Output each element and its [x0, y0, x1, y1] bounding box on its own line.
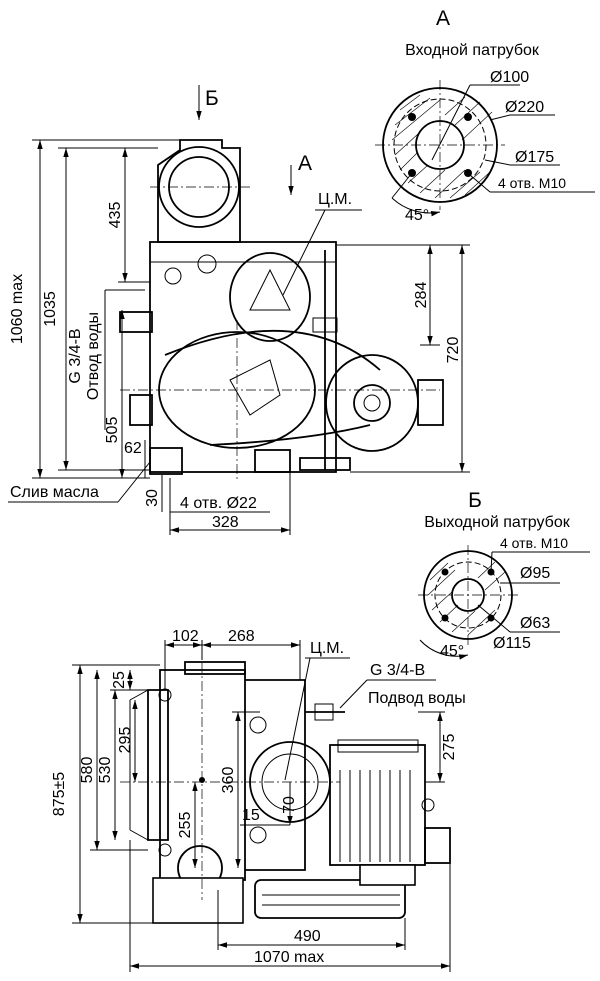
- front-dim-1060: 1060 max: [9, 274, 26, 344]
- top-cm-label: Ц.М.: [310, 640, 344, 657]
- top-dim-530: 530: [97, 757, 114, 784]
- view-b-hatch: [427, 561, 506, 636]
- front-dim-328: 328: [212, 514, 239, 531]
- front-window: [229, 359, 281, 416]
- top-dim-875: 875±5: [51, 772, 68, 816]
- top-motor-endcap: [424, 827, 451, 864]
- view-b-holes: 4 отв. М10: [500, 535, 568, 551]
- top-base-left: [152, 877, 244, 924]
- front-side-port-1: [119, 311, 153, 333]
- top-dim-490: 490: [294, 928, 321, 945]
- top-water-thread: G 3/4-В: [370, 662, 425, 679]
- front-dim-holes: 4 отв. Ø22: [180, 495, 257, 512]
- front-side-port-2: [129, 394, 153, 426]
- front-view: Б А: [8, 85, 470, 535]
- front-water-label: Отвод воды: [85, 312, 102, 400]
- top-dim-360: 360: [220, 767, 237, 794]
- front-dim-505: 505: [104, 417, 121, 444]
- view-a-d-bolt: Ø175: [515, 149, 554, 166]
- view-a-holes: 4 отв. М10: [498, 175, 566, 191]
- front-plug-2: [164, 267, 182, 285]
- view-a-hole-1: [408, 113, 416, 121]
- top-dim-102: 102: [172, 628, 199, 645]
- front-motor-housing: [325, 354, 419, 452]
- top-dim-268: 268: [228, 628, 255, 645]
- front-motor-pulley: [353, 384, 391, 422]
- view-a-d-outer: Ø220: [505, 99, 544, 116]
- top-flange-left: [147, 689, 169, 841]
- view-a-angle: 45°: [405, 207, 429, 224]
- view-a-letter: А: [436, 7, 450, 30]
- view-b-title: Выходной патрубок: [424, 514, 570, 531]
- front-dim-720: 720: [445, 337, 462, 364]
- view-a-hatch: [391, 94, 493, 199]
- view-b-d-outer: Ø115: [493, 635, 531, 652]
- front-main-body: [149, 241, 337, 473]
- view-b-outlet-flange: Б Выходной патрубок 4 отв. М10 Ø95 Ø63 Ø…: [418, 489, 590, 660]
- top-dim-1070: 1070 max: [254, 949, 324, 966]
- top-dim-295: 295: [117, 727, 134, 754]
- front-dim-1035: 1035: [42, 291, 59, 327]
- front-plug-1: [197, 254, 217, 274]
- top-water-label: Подвод воды: [368, 690, 466, 707]
- front-water-thread: G 3/4-В: [67, 328, 84, 383]
- top-dim-25: 25: [111, 671, 128, 689]
- view-a-inlet-flange: А Входной патрубок Ø100: [375, 7, 595, 224]
- front-dim-435: 435: [107, 202, 124, 229]
- front-cm-label: Ц.М.: [318, 191, 352, 208]
- front-terminal-box: [417, 379, 444, 426]
- arrow-a-letter: А: [298, 152, 312, 175]
- view-b-d-bore: Ø63: [520, 615, 550, 632]
- view-b-letter: Б: [468, 489, 482, 512]
- top-view: G 3/4-В Подвод воды Ц.М. 102 268 875±5 5…: [51, 628, 466, 972]
- view-b-d-bolt: Ø95: [520, 565, 550, 582]
- top-dim-580: 580: [79, 757, 96, 784]
- top-dim-15: 15: [242, 807, 260, 824]
- view-a-hole-2: [464, 113, 472, 121]
- top-motor-fins: [339, 770, 411, 862]
- front-dim-62: 62: [124, 440, 142, 457]
- top-dim-275: 275: [441, 734, 458, 761]
- front-belt-upper: [164, 329, 381, 371]
- view-b-bolt-circle: [434, 561, 502, 629]
- view-a-d-bore: Ø100: [490, 69, 529, 86]
- front-dim-30: 30: [144, 489, 161, 507]
- front-valve-housing: [229, 252, 311, 342]
- front-oil-drain-label: Слив масла: [10, 484, 99, 501]
- top-dim-255: 255: [177, 812, 194, 839]
- top-housing: [245, 679, 306, 871]
- front-belt-lower: [209, 424, 371, 446]
- view-b-angle: 45°: [440, 643, 464, 660]
- front-oil-drain: [149, 447, 183, 475]
- top-dim-70: 70: [281, 796, 298, 814]
- view-a-title: Входной патрубок: [405, 42, 540, 59]
- arrow-b-letter: Б: [205, 87, 219, 110]
- front-dim-284: 284: [413, 282, 430, 309]
- top-belt-guard: [254, 879, 406, 919]
- top-motor: [329, 744, 426, 866]
- view-b-bore: [451, 578, 485, 612]
